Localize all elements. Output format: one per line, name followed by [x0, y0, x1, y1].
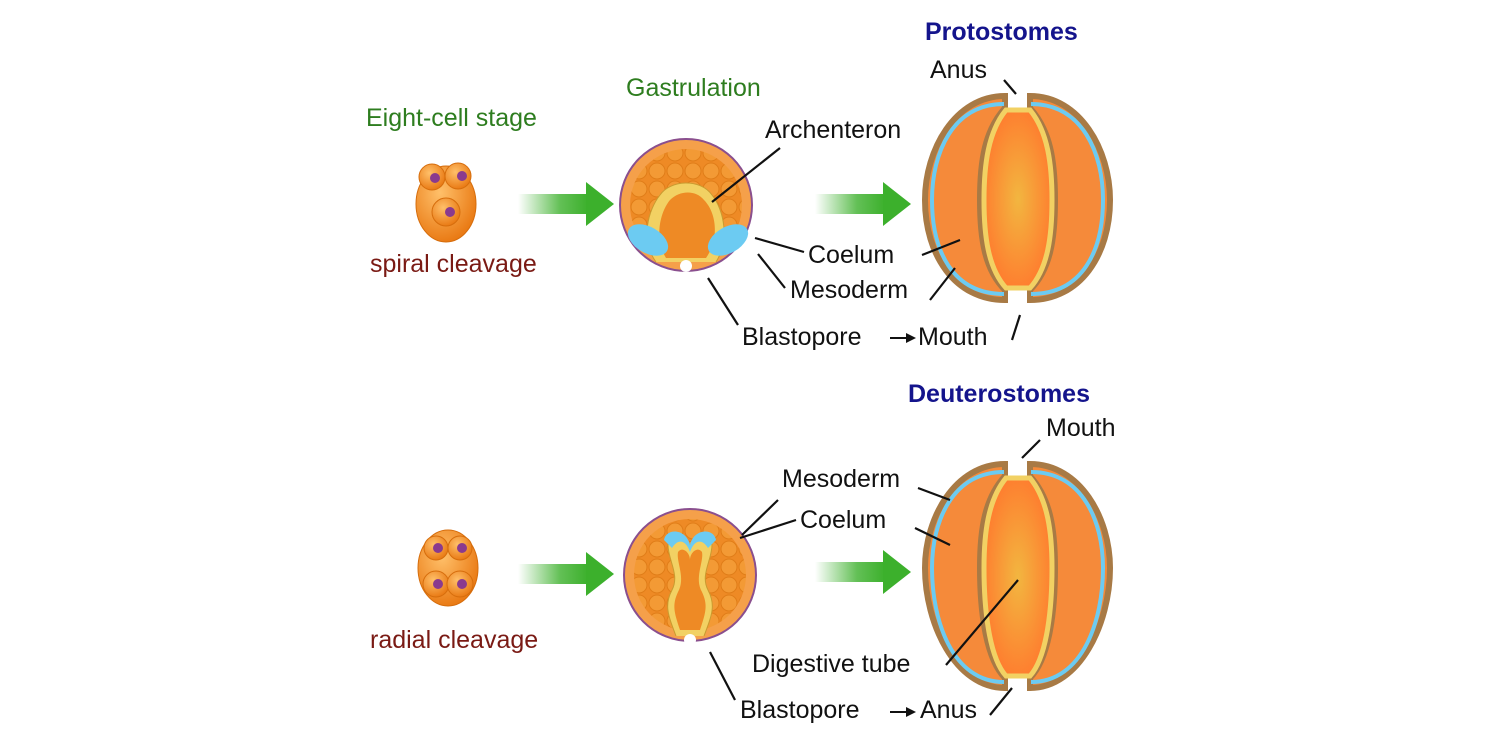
anus-leader-bottom — [989, 687, 1013, 716]
eight-cell-embryo-spiral — [415, 162, 477, 243]
arrow-right-icon — [815, 550, 911, 594]
blastopore-label-bottom: Blastopore — [740, 696, 860, 724]
digestive-tube-label: Digestive tube — [752, 650, 910, 678]
mesoderm-leader-top-left — [757, 253, 786, 289]
coelum-leader-bottom-right — [914, 527, 951, 546]
mouth-label-bottom: Mouth — [1046, 414, 1115, 442]
mesoderm-leader-top-right — [929, 267, 956, 301]
arrow-right-icon — [815, 182, 911, 226]
coelum-label-top: Coelum — [808, 241, 894, 269]
blastopore-label-top: Blastopore — [742, 323, 862, 351]
deuterostomes-title: Deuterostomes — [908, 380, 1090, 408]
eight-cell-embryo-radial — [417, 529, 479, 607]
mouth-leader-bottom — [1021, 439, 1041, 459]
coelum-leader-top-left — [754, 236, 805, 254]
coelum-leader-top-right — [921, 238, 961, 257]
anus-label-top: Anus — [930, 56, 987, 84]
arrow-right-icon — [518, 182, 614, 226]
mouth-leader-top — [1010, 314, 1022, 341]
coelum-leader-bottom-left — [739, 518, 797, 540]
mesoderm-leader-bottom-left — [741, 499, 779, 536]
mesoderm-label-bottom: Mesoderm — [782, 465, 900, 493]
archenteron-label: Archenteron — [765, 116, 901, 144]
gastrula-protostome — [619, 138, 753, 272]
becomes-arrow-icon — [890, 707, 916, 717]
becomes-arrow-icon — [890, 333, 916, 343]
gastrulation-label: Gastrulation — [626, 74, 761, 102]
spiral-cleavage-label: spiral cleavage — [370, 250, 537, 278]
blastopore-leader-top — [707, 277, 739, 326]
anus-leader-top — [1003, 79, 1017, 95]
arrow-right-icon — [518, 552, 614, 596]
deuterostome-body — [921, 460, 1114, 692]
radial-cleavage-label: radial cleavage — [370, 626, 538, 654]
gastrula-deuterostome — [623, 508, 757, 646]
digestive-tube-leader — [945, 579, 1019, 666]
blastopore-leader-bottom — [709, 651, 736, 701]
anus-label-bottom: Anus — [920, 696, 977, 724]
archenteron-leader — [711, 147, 781, 203]
protostomes-title: Protostomes — [925, 18, 1078, 46]
protostome-body — [921, 92, 1114, 304]
eight-cell-stage-label: Eight-cell stage — [366, 104, 537, 132]
mesoderm-leader-bottom-right — [917, 486, 951, 502]
mouth-label-top: Mouth — [918, 323, 987, 351]
coelum-label-bottom: Coelum — [800, 506, 886, 534]
mesoderm-label-top: Mesoderm — [790, 276, 908, 304]
